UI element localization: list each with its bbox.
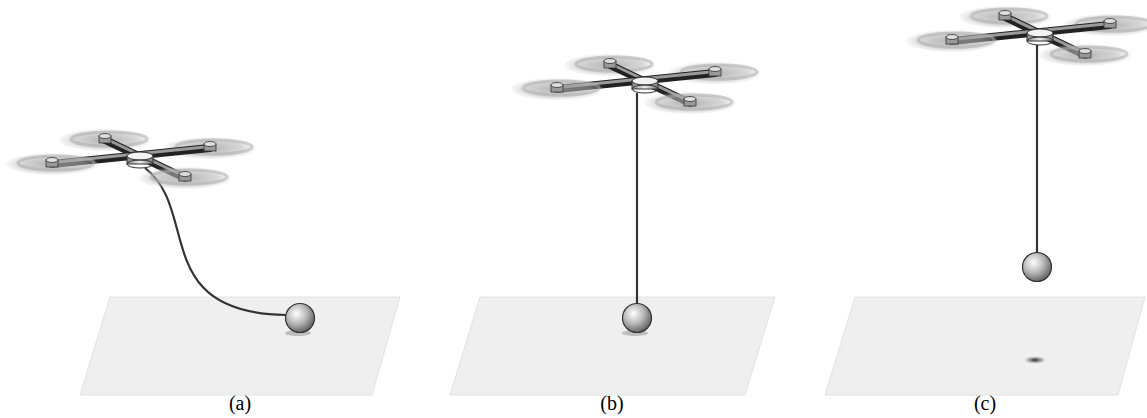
motor <box>946 35 958 40</box>
motor <box>999 11 1011 16</box>
motor <box>99 134 111 139</box>
quadrotor <box>511 54 761 114</box>
motor <box>46 158 58 163</box>
panel-label: (c) <box>974 392 996 415</box>
ground-plane <box>80 297 400 395</box>
rotor-blur <box>1051 47 1127 61</box>
rotor-blur <box>523 81 599 95</box>
rotor-blur <box>18 156 94 170</box>
motor <box>709 67 721 72</box>
ground-plane <box>825 297 1145 395</box>
drone-hub <box>632 85 658 93</box>
rotor-blur <box>6 153 98 175</box>
cable <box>145 168 286 315</box>
rotor-blur <box>1039 44 1131 66</box>
rotor-blur <box>151 170 227 184</box>
cable <box>636 93 638 304</box>
quadrotor <box>906 6 1147 66</box>
rotor-blur <box>511 78 603 100</box>
ground-plane <box>450 297 775 395</box>
rotor-blur <box>59 129 151 151</box>
payload-ball <box>286 304 315 333</box>
motor <box>684 97 696 102</box>
drone-hub <box>1027 37 1053 45</box>
cable <box>1036 45 1038 253</box>
rotor-blur <box>644 92 736 114</box>
rotor-blur <box>139 167 231 189</box>
drone-hub <box>632 77 658 85</box>
rotor-blur <box>959 6 1051 28</box>
payload-ball <box>623 304 652 333</box>
motor <box>551 83 563 88</box>
panel-label: (b) <box>600 392 623 415</box>
motor <box>604 59 616 64</box>
motor <box>1079 49 1091 54</box>
rotor-blur <box>918 33 994 47</box>
drone-hub <box>127 152 153 160</box>
panel-label: (a) <box>229 392 251 415</box>
motor <box>204 142 216 147</box>
payload-ball <box>1023 253 1052 282</box>
motor <box>179 172 191 177</box>
motor <box>1104 19 1116 24</box>
rotor-blur <box>564 54 656 76</box>
drone-hub <box>1027 29 1053 37</box>
rotor-blur <box>906 30 998 52</box>
rotor-blur <box>656 95 732 109</box>
quadrotor <box>6 129 256 189</box>
ball-shadow <box>1025 357 1045 364</box>
drone-hub <box>127 160 153 168</box>
